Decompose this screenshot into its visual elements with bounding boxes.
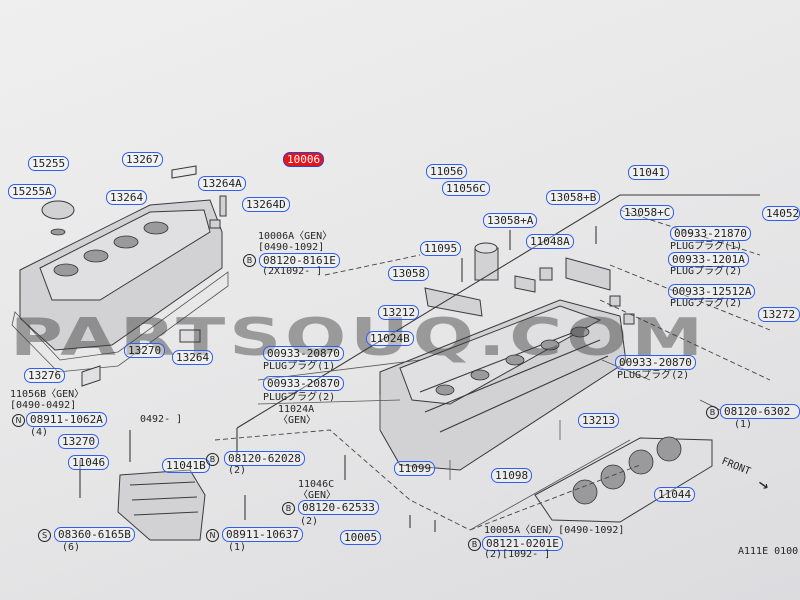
note-11024a: 11024A bbox=[278, 404, 315, 415]
note-11056b-gen: 11056B〈GEN〉 bbox=[10, 389, 85, 400]
callout-08360-6165b[interactable]: 08360-6165B bbox=[54, 527, 135, 542]
callout-14052[interactable]: 14052 bbox=[762, 206, 800, 221]
cylinder-head bbox=[379, 242, 627, 471]
callout-08121-0201e[interactable]: 08121-0201E bbox=[482, 536, 563, 551]
note-08121-qty: (2)[1092- ] bbox=[484, 549, 551, 560]
note-08911-range: 0492- ] bbox=[140, 414, 183, 425]
callout-11041b[interactable]: 11041B bbox=[162, 458, 210, 473]
callout-13058-c[interactable]: 13058+C bbox=[620, 205, 675, 220]
callout-13272[interactable]: 13272 bbox=[758, 307, 800, 322]
callout-08911-1062a[interactable]: 08911-1062A bbox=[26, 412, 107, 427]
callout-11044[interactable]: 11044 bbox=[654, 487, 696, 502]
marker-b-1: B bbox=[243, 254, 256, 267]
callout-08120-8161e[interactable]: 08120-8161E bbox=[259, 253, 340, 268]
callout-13264a[interactable]: 13264A bbox=[198, 176, 246, 191]
note-08360-qty: (6) bbox=[62, 542, 81, 553]
figure-code: A111E 0100 bbox=[738, 546, 799, 557]
callout-13213[interactable]: 13213 bbox=[578, 413, 620, 428]
callout-15255a[interactable]: 15255A bbox=[8, 184, 56, 199]
callout-08120-6302[interactable]: 08120-6302 bbox=[720, 404, 800, 419]
callout-15255[interactable]: 15255 bbox=[28, 156, 70, 171]
callout-11099[interactable]: 11099 bbox=[394, 461, 436, 476]
callout-11048a[interactable]: 11048A bbox=[526, 234, 574, 249]
note-08120-6302-qty: (1) bbox=[734, 419, 753, 430]
callout-00933-21870[interactable]: 00933-21870 bbox=[670, 226, 751, 241]
note-plug-1-a: PLUGプラグ(1) bbox=[670, 241, 743, 252]
callout-11046[interactable]: 11046 bbox=[68, 455, 110, 470]
marker-b-2: B bbox=[206, 453, 219, 466]
callout-00933-20870-b[interactable]: 00933-20870 bbox=[263, 376, 344, 391]
marker-n-1: N bbox=[12, 414, 25, 427]
note-plug-2-b: PLUGプラグ(2) bbox=[670, 298, 743, 309]
marker-b-5: B bbox=[706, 406, 719, 419]
callout-10006-selected[interactable]: 10006 bbox=[283, 152, 325, 167]
callout-11041[interactable]: 11041 bbox=[628, 165, 670, 180]
note-08120-62028-qty: (2) bbox=[228, 465, 247, 476]
note-10006a-range: [0490-1092] bbox=[258, 242, 325, 253]
note-11046c-gen: 〈GEN〉 bbox=[298, 490, 337, 501]
note-10005a: 10005A〈GEN〉[0490-1092] bbox=[484, 525, 625, 536]
callout-13276[interactable]: 13276 bbox=[24, 368, 66, 383]
note-10006a-gen: 10006A〈GEN〉 bbox=[258, 231, 333, 242]
callout-13270[interactable]: 13270 bbox=[124, 343, 166, 358]
front-bracket bbox=[79, 430, 436, 541]
marker-n-2: N bbox=[206, 529, 219, 542]
marker-s-1: S bbox=[38, 529, 51, 542]
callout-13058-b[interactable]: 13058+B bbox=[546, 190, 601, 205]
callout-13264[interactable]: 13264 bbox=[106, 190, 148, 205]
callout-10005[interactable]: 10005 bbox=[340, 530, 382, 545]
marker-b-3: B bbox=[282, 502, 295, 515]
note-08120-qty: (2X1092- ] bbox=[262, 266, 323, 277]
callout-13264-b[interactable]: 13264 bbox=[172, 350, 214, 365]
callout-11024b[interactable]: 11024B bbox=[366, 331, 414, 346]
head-gasket bbox=[534, 436, 713, 523]
callout-11095[interactable]: 11095 bbox=[420, 241, 462, 256]
rocker-cover bbox=[11, 165, 229, 387]
callout-11056c[interactable]: 11056C bbox=[442, 181, 490, 196]
callout-13267[interactable]: 13267 bbox=[122, 152, 164, 167]
callout-08120-62028[interactable]: 08120-62028 bbox=[224, 451, 305, 466]
callout-11056[interactable]: 11056 bbox=[426, 164, 468, 179]
callout-13058[interactable]: 13058 bbox=[388, 266, 430, 281]
note-plug-1-b: PLUGプラグ(1) bbox=[263, 361, 336, 372]
callout-08911-10637[interactable]: 08911-10637 bbox=[222, 527, 303, 542]
callout-13058-a[interactable]: 13058+A bbox=[483, 213, 538, 228]
callout-00933-20870-a[interactable]: 00933-20870 bbox=[263, 346, 344, 361]
callout-11098[interactable]: 11098 bbox=[491, 468, 533, 483]
callout-13270-b[interactable]: 13270 bbox=[58, 434, 100, 449]
note-plug-2-a: PLUGプラグ(2) bbox=[670, 266, 743, 277]
callout-00933-20870-c[interactable]: 00933-20870 bbox=[615, 355, 696, 370]
note-11046c: 11046C bbox=[298, 479, 335, 490]
note-08911-qty: (4) bbox=[30, 427, 49, 438]
note-11056b-range: [0490-0492] bbox=[10, 400, 77, 411]
note-plug-2-c: PLUGプラグ(2) bbox=[263, 392, 336, 403]
cam-brackets bbox=[424, 226, 635, 325]
note-08911-10637-qty: (1) bbox=[228, 542, 247, 553]
marker-b-4: B bbox=[468, 538, 481, 551]
note-08120-62533-qty: (2) bbox=[300, 516, 319, 527]
callout-08120-62533[interactable]: 08120-62533 bbox=[298, 500, 379, 515]
callout-00933-12512a[interactable]: 00933-12512A bbox=[668, 284, 756, 299]
note-plug-2-d: PLUGプラグ(2) bbox=[617, 370, 690, 381]
callout-13264d[interactable]: 13264D bbox=[242, 197, 290, 212]
callout-00933-1201a[interactable]: 00933-1201A bbox=[668, 252, 749, 267]
callout-13212[interactable]: 13212 bbox=[378, 305, 420, 320]
note-11024a-gen: 〈GEN〉 bbox=[278, 415, 317, 426]
